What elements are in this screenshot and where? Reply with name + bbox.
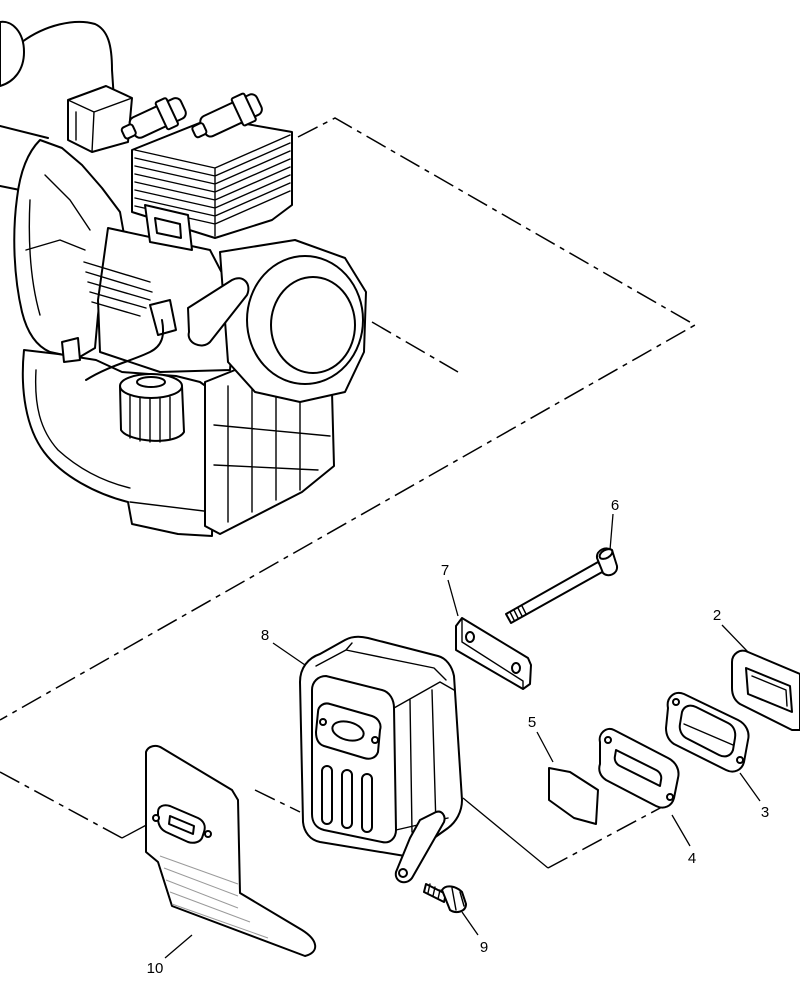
spark-plug-connector [120, 97, 187, 140]
callout-9: 9 [461, 911, 488, 956]
plate-3-opening [678, 704, 737, 758]
flange-2-depth [751, 675, 788, 707]
intake-port-opening [154, 217, 182, 239]
callout-5: 5 [528, 714, 554, 763]
muffler-bracket-hole [398, 868, 408, 878]
fuel-connector [149, 299, 177, 336]
heat-shield-port-opening [168, 815, 195, 835]
cooling-air-intake-pleats [83, 261, 153, 317]
muffler-flange-hole [371, 736, 379, 744]
gasket-plate-7-edge [461, 617, 524, 690]
callout-label: 9 [480, 939, 488, 956]
callout-label: 4 [688, 850, 696, 867]
cylinder-fins [134, 134, 291, 237]
callout-leader [536, 731, 554, 763]
gasket-4-hole [666, 793, 674, 801]
bolt-threads [509, 605, 527, 621]
callout-label: 5 [528, 714, 536, 731]
bolt-part [505, 547, 619, 624]
muffler-top-rim [315, 642, 447, 681]
callout-7: 7 [441, 562, 459, 617]
spark-plug [191, 92, 263, 139]
callout-label: 2 [713, 607, 721, 624]
callout-leader [447, 579, 459, 617]
callout-label: 7 [441, 562, 449, 579]
plate-3-hole [672, 698, 680, 706]
gasket-4-opening [613, 749, 663, 787]
heat-shield [145, 744, 317, 957]
screw-part-9 [423, 883, 467, 913]
fuel-cap-ridges [129, 395, 171, 443]
gasket-plate-7-hole [511, 662, 521, 674]
callout-leader [164, 934, 193, 959]
callout-8: 8 [261, 627, 306, 666]
callout-label: 10 [147, 960, 164, 977]
fuel-cap [119, 385, 185, 442]
assembly-line-shield [0, 771, 123, 839]
plate-3-divider [683, 723, 734, 746]
heat-shield-hole [204, 830, 212, 838]
callout-label: 8 [261, 627, 269, 644]
plate-part-3 [665, 692, 750, 773]
gasket-part-4 [598, 728, 680, 809]
spark-plug-boot [0, 20, 25, 87]
muffler-flange-hole [319, 718, 327, 726]
fuel-tank-seam [34, 369, 213, 513]
heat-shield-hole [152, 814, 160, 822]
callout-leader [721, 624, 749, 653]
callout-leader [671, 814, 691, 847]
engine-assembly [0, 20, 367, 537]
heat-shield-shading [159, 855, 269, 939]
plate-3-hole [736, 756, 744, 764]
ignition-coil [67, 85, 133, 153]
heat-shield-part [145, 744, 317, 957]
assembly-line-filter [371, 321, 459, 373]
screen-gasket-5 [548, 767, 599, 825]
starter-housing-edge [25, 174, 91, 316]
muffler-exhaust-opening [331, 720, 365, 742]
bolt-head-top [598, 548, 614, 560]
assembly-line-gasket [547, 806, 663, 869]
muffler-louvers [321, 765, 373, 833]
callout-leader [739, 772, 761, 802]
drive-shaft-tube [0, 125, 49, 191]
callout-label: 3 [761, 804, 769, 821]
primer-lever [187, 277, 250, 347]
callout-leader [272, 642, 306, 666]
engine-mount-tab [61, 337, 81, 363]
screw-threads [427, 883, 441, 900]
callout-3: 3 [739, 772, 769, 821]
callout-2: 2 [713, 607, 749, 653]
callout-10: 10 [147, 934, 193, 977]
callout-4: 4 [671, 814, 696, 867]
flange-part-2 [731, 649, 800, 731]
muffler-bracket [394, 810, 446, 884]
air-filter-cover-center [270, 276, 356, 374]
engine-frame-grid [213, 379, 331, 523]
ignition-coil-edge [67, 97, 133, 153]
fuel-cap-knob [136, 376, 166, 388]
fuel-line [85, 319, 165, 381]
gasket-plate-7-hole [465, 631, 475, 643]
plate-part-7 [455, 617, 532, 690]
callout-leader [609, 513, 614, 551]
gasket-4-hole [604, 736, 612, 744]
callout-leader [461, 911, 479, 936]
ignition-wire [21, 20, 115, 101]
assembly-line-muffler-left [254, 789, 301, 813]
callout-6: 6 [609, 497, 619, 551]
muffler-part [299, 635, 463, 884]
assembly-line-main [0, 117, 697, 721]
assembly-line-muffler-right [462, 797, 549, 869]
callout-label: 6 [611, 497, 619, 514]
screw-head-flats [451, 887, 465, 911]
